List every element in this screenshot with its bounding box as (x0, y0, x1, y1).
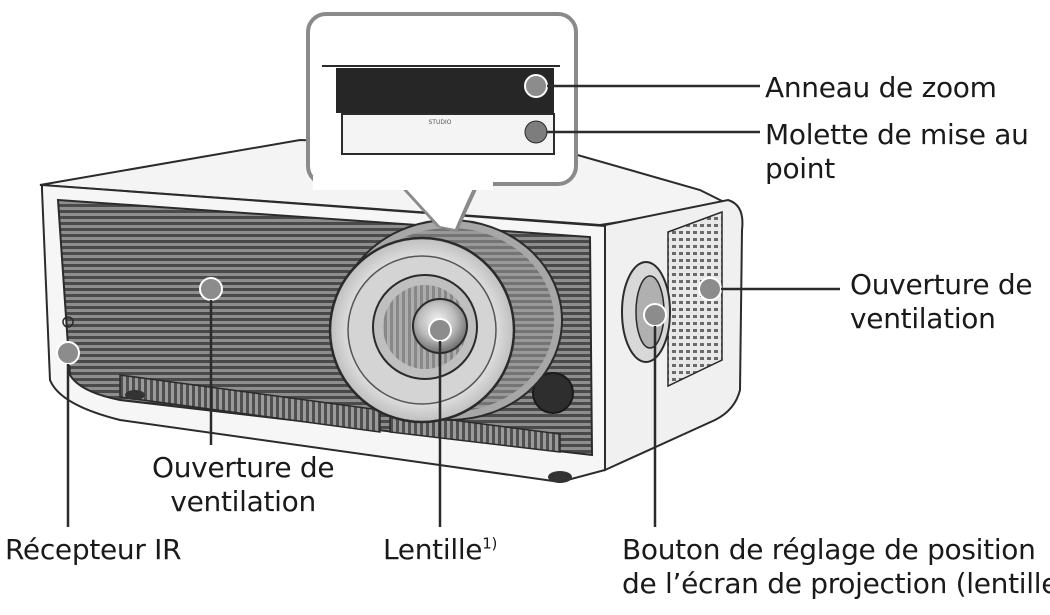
label-vent-front: Ouverture de ventilation (152, 451, 335, 518)
label-lens: Lentille1) (383, 533, 497, 567)
label-lens-shift-button: Bouton de réglage de position de l’écran… (622, 533, 1050, 600)
svg-text:STUDIO: STUDIO (429, 119, 452, 126)
shift-knob-marker (643, 303, 667, 327)
label-lens-footnote: 1) (482, 534, 498, 553)
callout-top-panel (322, 30, 560, 66)
lens-marker (428, 318, 452, 342)
ir-marker (56, 341, 80, 365)
label-lens-text: Lentille (383, 533, 483, 566)
label-vent-right: Ouverture de ventilation (850, 268, 1033, 335)
callout-zoom-ring-band (336, 68, 554, 113)
zoom-ring-marker (524, 74, 548, 98)
lens-assembly (328, 219, 563, 424)
vent-front-marker (199, 277, 223, 301)
leader-lines (66, 84, 840, 527)
ir-sensor-small (62, 316, 74, 328)
focus-wheel-marker (524, 120, 548, 144)
label-zoom-ring: Anneau de zoom (765, 71, 997, 104)
vent-right-marker (698, 277, 722, 301)
foot-left (125, 390, 145, 400)
bottom-vent-slots (119, 374, 381, 433)
label-focus-wheel: Molette de mise au point (765, 118, 1029, 185)
callout-focus-band (341, 113, 555, 155)
callout-inset: STUDIO (306, 12, 578, 232)
label-ir-receiver: Récepteur IR (5, 533, 182, 566)
front-round-button (532, 372, 574, 414)
foot-right (548, 471, 572, 483)
